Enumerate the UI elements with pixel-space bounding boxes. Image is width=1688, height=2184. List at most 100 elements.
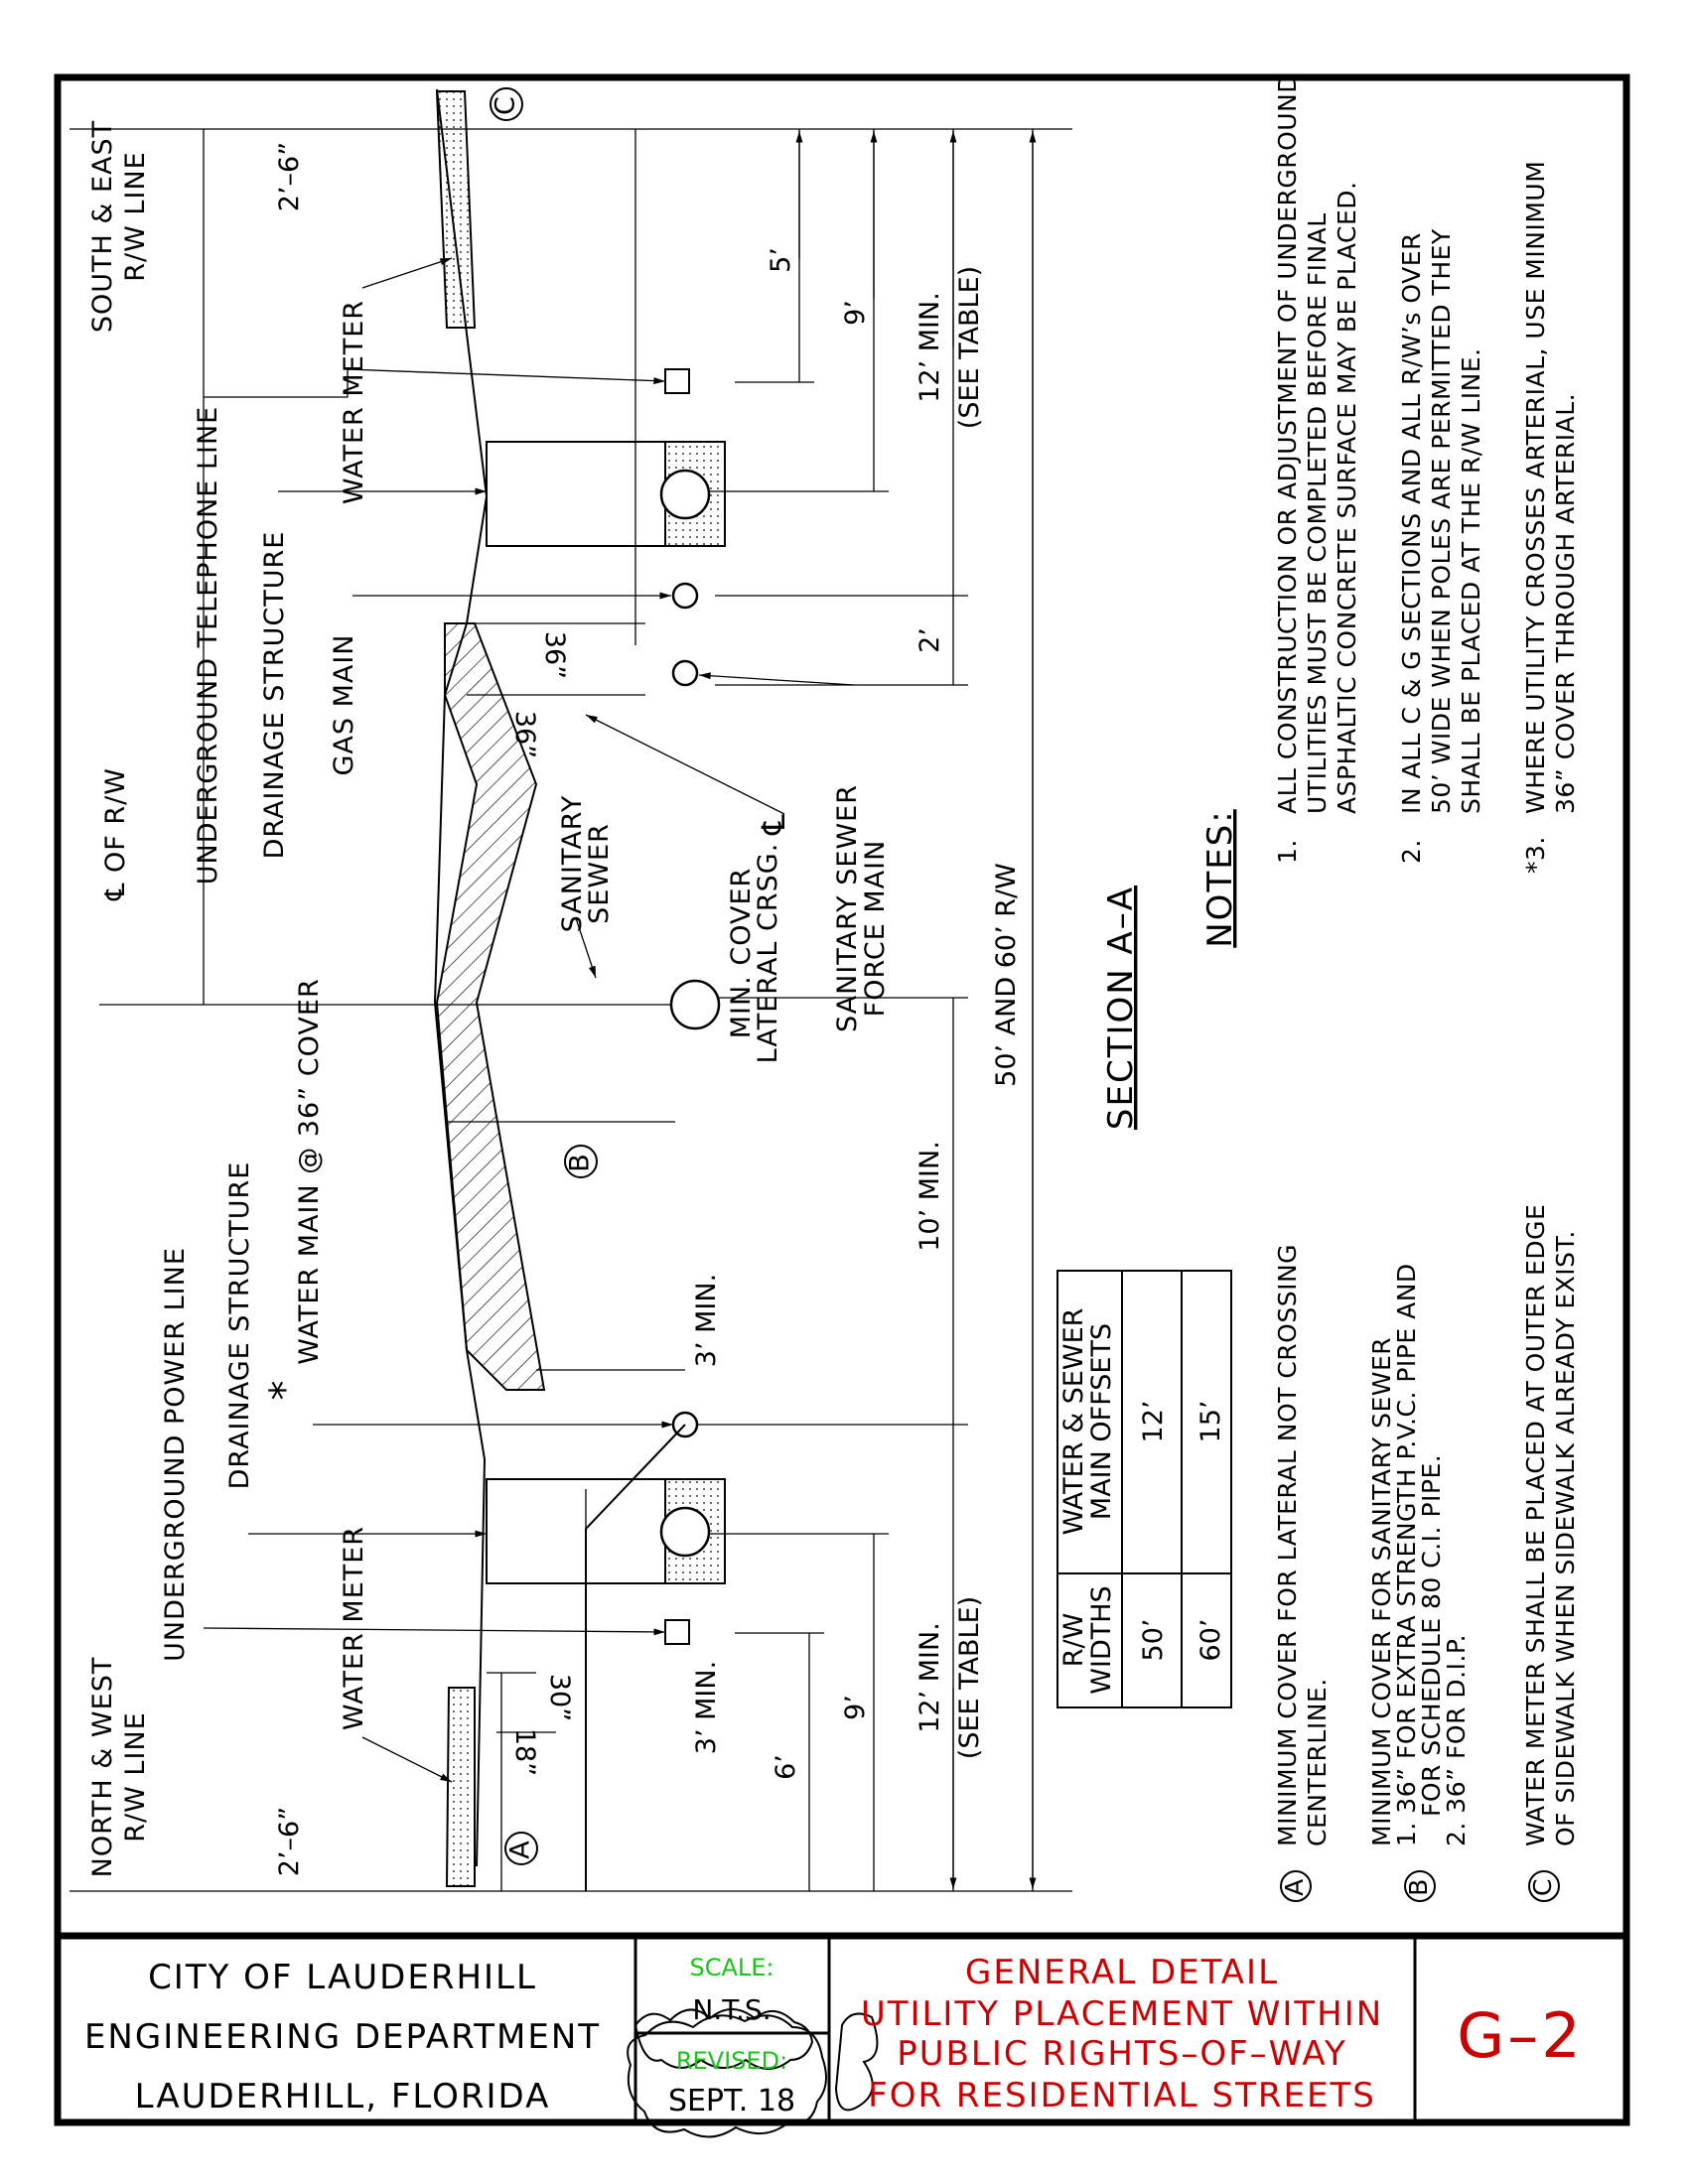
sheet-border	[54, 73, 1630, 2126]
note-3-line: WHERE UTILITY CROSSES ARTERIAL, USE MINI…	[1521, 161, 1550, 814]
org-name-line: ENGINEERING DEPARTMENT	[84, 2017, 601, 2057]
note-c-marker	[1528, 1870, 1560, 1902]
note-1-line: ALL CONSTRUCTION OR ADJUSTMENT OF UNDERG…	[1273, 73, 1302, 814]
sanitary-sewer-label-2: SEWER	[584, 823, 615, 924]
drawing-title-line: PUBLIC RIGHTS–OF–WAY	[897, 2034, 1347, 2074]
dim-eighteen: 18”	[509, 1728, 540, 1776]
note-1-line: ASPHALTIC CONCRETE SURFACE MAY BE PLACED…	[1333, 182, 1361, 814]
callout-b-text: B	[565, 1153, 596, 1172]
dim-two: 2’	[914, 627, 945, 653]
dim-twelve-right-2: (SEE TABLE)	[954, 266, 985, 429]
table-header-rw-1: R/W	[1058, 1613, 1089, 1668]
sheet-number: G–2	[1457, 1999, 1584, 2072]
dim-2-6-top: 2’–6”	[274, 142, 305, 211]
note-b-marker	[1404, 1870, 1436, 1902]
note-a-num: A	[1280, 1878, 1309, 1896]
note-b-line: MINIMUM COVER FOR SANITARY SEWER	[1367, 1337, 1396, 1846]
power-line-label: UNDERGROUND POWER LINE	[160, 1247, 191, 1662]
force-main-label-2: FORCE MAIN	[860, 840, 891, 1018]
callout-b-marker	[564, 1145, 598, 1178]
water-meter-left-label: WATER METER	[339, 1526, 369, 1730]
dim-twelve-right-1: 12’ MIN.	[914, 292, 945, 403]
water-service-line	[585, 1424, 686, 1891]
drawing-title-line: FOR RESIDENTIAL STREETS	[868, 2076, 1376, 2116]
section-title: SECTION A–A	[1101, 886, 1141, 1130]
dim-six: 6’	[771, 1754, 801, 1780]
se-rw-label-1: SOUTH & EAST	[87, 120, 118, 333]
callout-c-marker	[490, 87, 523, 121]
note-1-line: UTILITIES MUST BE COMPLETED BEFORE FINAL	[1303, 212, 1332, 814]
table-header-offsets-2: MAIN OFFSETS	[1086, 1323, 1117, 1520]
note-a-marker	[1280, 1870, 1312, 1902]
dim-thirty: 30”	[544, 1674, 575, 1721]
se-rw-label-2: R/W LINE	[120, 151, 151, 281]
note-1-num: 1.	[1273, 839, 1302, 864]
title-block: CITY OF LAUDERHILL ENGINEERING DEPARTMEN…	[84, 1936, 1584, 2138]
drainage-right-label: DRAINAGE STRUCTURE	[259, 531, 290, 860]
drawing-title-line: GENERAL DETAIL	[965, 1953, 1279, 1992]
force-main-label-1: SANITARY SEWER	[832, 784, 863, 1032]
nw-rw-label-2: R/W LINE	[120, 1711, 151, 1842]
gas-main-label: GAS MAIN	[329, 633, 359, 775]
notes: NOTES: 1. ALL CONSTRUCTION OR ADJUSTMENT…	[1200, 73, 1580, 1902]
water-main-asterisk: *	[262, 1380, 308, 1401]
dim-overall: 50’ AND 60’ R/W	[991, 863, 1022, 1087]
revised-label: REVISED:	[676, 2047, 787, 2075]
dim-five: 5’	[766, 247, 796, 273]
note-a-line: CENTERLINE.	[1303, 1678, 1332, 1846]
revised-value: SEPT. 18	[668, 2084, 795, 2118]
callout-a-text: A	[505, 1840, 536, 1858]
section-drawing: C B A SOUTH & EAST R/W LINE ℄ OF R/W NOR…	[70, 73, 1580, 1902]
telephone-line-label: UNDERGROUND TELEPHONE LINE	[193, 406, 223, 885]
sanitary-sewer-pipe	[669, 979, 721, 1030]
callout-a-marker	[504, 1832, 538, 1865]
note-b-line: 1. 36” FOR EXTRA STRENGTH P.V.C. PIPE AN…	[1392, 1263, 1421, 1846]
dim-cover-36-b: 36”	[509, 711, 540, 758]
table-cell: 50’	[1138, 1619, 1169, 1662]
water-meter-right	[664, 368, 690, 394]
note-3-num: *3.	[1521, 836, 1550, 874]
dim-nine-right: 9’	[840, 300, 871, 326]
table-cell: 12’	[1138, 1401, 1169, 1443]
force-main-pipe	[671, 659, 699, 687]
dim-twelve-left-2: (SEE TABLE)	[954, 1596, 985, 1759]
note-a-line: MINIMUM COVER FOR LATERAL NOT CROSSING	[1273, 1244, 1302, 1846]
notes-title: NOTES:	[1200, 809, 1240, 947]
table-cell: 60’	[1196, 1619, 1226, 1662]
scale-label: SCALE:	[689, 1954, 774, 1981]
note-2-line: IN ALL C & G SECTIONS AND ALL R/W’s OVER	[1397, 232, 1426, 814]
dim-cover-36-a: 36”	[539, 631, 570, 679]
note-b-line: FOR SCHEDULE 80 C.I. PIPE.	[1417, 1454, 1446, 1817]
water-meter-right-label: WATER METER	[339, 300, 369, 504]
dim-ten-min: 10’ MIN.	[914, 1141, 945, 1252]
dim-three-min-a: 3’ MIN.	[691, 1274, 722, 1367]
water-main-label: WATER MAIN @ 36” COVER	[294, 978, 325, 1364]
note-2-num: 2.	[1397, 839, 1426, 864]
note-b-num: B	[1404, 1878, 1433, 1896]
table-cell: 15’	[1196, 1401, 1226, 1443]
note-2-line: 50’ WIDE WHEN POLES ARE PERMITTED THEY	[1427, 228, 1456, 814]
gas-main-pipe	[671, 582, 699, 610]
dim-2-6-bottom: 2’–6”	[274, 1807, 305, 1876]
table-header-offsets-1: WATER & SEWER	[1058, 1308, 1089, 1536]
nw-rw-label-1: NORTH & WEST	[87, 1657, 118, 1878]
drawing-title-line: UTILITY PLACEMENT WITHIN	[861, 1994, 1383, 2034]
sanitary-sewer-label-1: SANITARY	[557, 795, 588, 933]
sidewalk-left	[445, 1687, 476, 1887]
note-3-line: 36” COVER THROUGH ARTERIAL.	[1551, 393, 1580, 814]
water-meter-left	[664, 1619, 690, 1645]
dim-three-min-b: 3’ MIN.	[691, 1661, 722, 1754]
note-b-line: 2. 36” FOR D.I.P.	[1442, 1634, 1471, 1846]
org-name-line: LAUDERHILL, FLORIDA	[135, 2077, 551, 2116]
sidewalk-right	[435, 90, 477, 329]
crossing-centerline-symbol: ℄	[755, 813, 792, 836]
drainage-left-label: DRAINAGE STRUCTURE	[224, 1161, 255, 1490]
pavement-section	[435, 622, 546, 1391]
min-cover-label-1: MIN. COVER	[726, 868, 757, 1039]
callout-c-text: C	[491, 95, 521, 115]
note-2-line: SHALL BE PLACED AT THE R/W LINE.	[1457, 347, 1485, 814]
dim-twelve-left-1: 12’ MIN.	[914, 1622, 945, 1733]
note-c-num: C	[1528, 1878, 1557, 1896]
offset-table: R/W WIDTHS WATER & SEWER MAIN OFFSETS 50…	[1056, 1270, 1232, 1708]
